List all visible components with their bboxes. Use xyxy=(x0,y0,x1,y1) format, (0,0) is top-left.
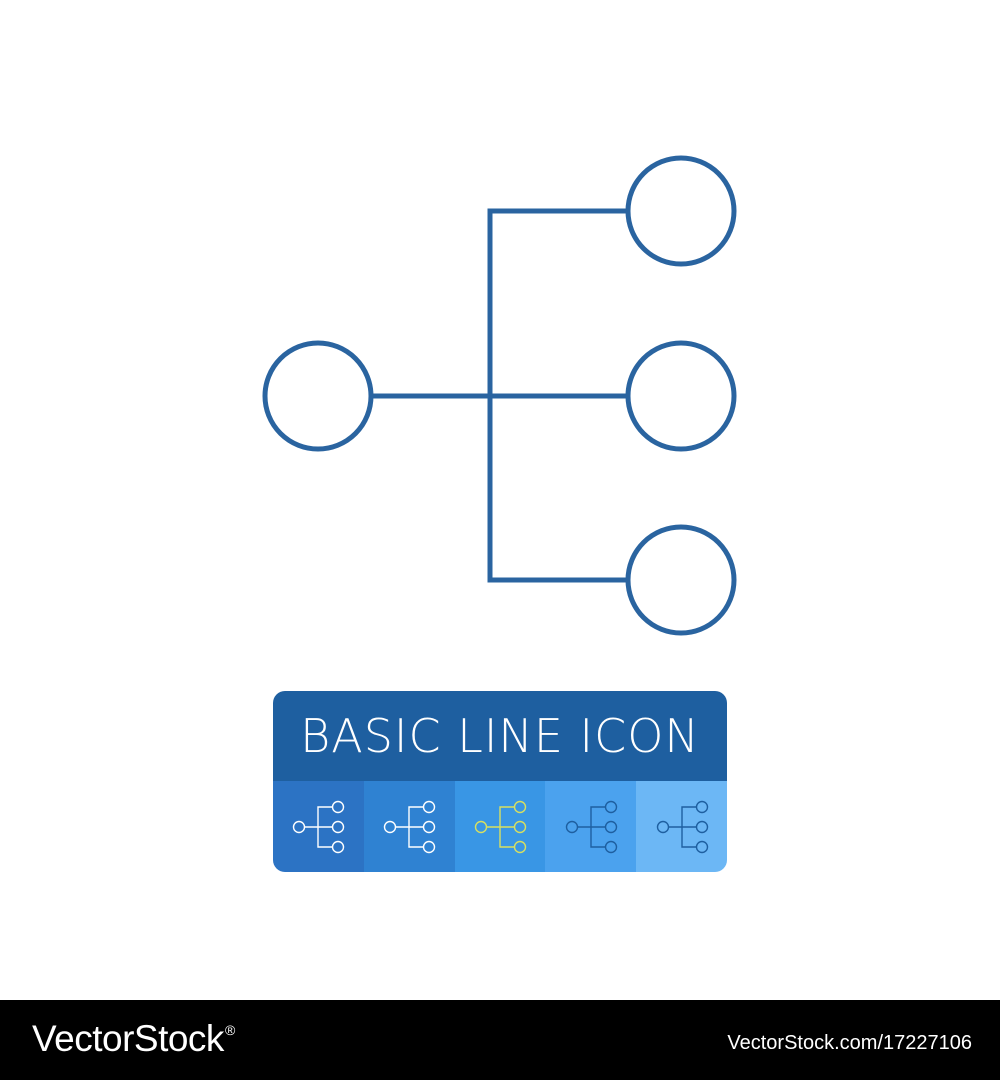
root-node xyxy=(262,340,374,452)
vectorstock-logo: VectorStock® xyxy=(32,1018,235,1060)
basic-line-icon-badge: BASIC LINE ICON xyxy=(273,691,727,872)
hierarchy-variant-2-icon xyxy=(383,800,436,853)
child-node-top xyxy=(625,155,737,267)
badge-title-bar: BASIC LINE ICON xyxy=(273,691,727,781)
variant-cell-1 xyxy=(273,781,364,872)
hierarchy-variant-1-icon xyxy=(293,800,345,853)
registered-mark: ® xyxy=(224,1022,235,1038)
image-id: VectorStock.com/17227106 xyxy=(727,1032,972,1054)
child-node-middle xyxy=(625,340,737,452)
hierarchy-tree-icon xyxy=(262,155,737,636)
branch-connector xyxy=(487,208,628,583)
hierarchy-variant-3-icon xyxy=(474,800,527,853)
hierarchy-variant-5-icon xyxy=(656,800,708,853)
hierarchy-variant-4-icon xyxy=(565,800,617,853)
variant-cell-4 xyxy=(545,781,637,872)
icon-variant-row xyxy=(273,781,727,872)
logo-text: VectorStock xyxy=(32,1018,224,1059)
badge-title: BASIC LINE ICON xyxy=(300,709,700,763)
variant-cell-3 xyxy=(454,781,546,872)
child-node-bottom xyxy=(625,524,737,636)
variant-cell-5 xyxy=(636,781,727,872)
variant-cell-2 xyxy=(363,781,455,872)
footer-bar: VectorStock® VectorStock.com/17227106 xyxy=(0,1000,1000,1080)
